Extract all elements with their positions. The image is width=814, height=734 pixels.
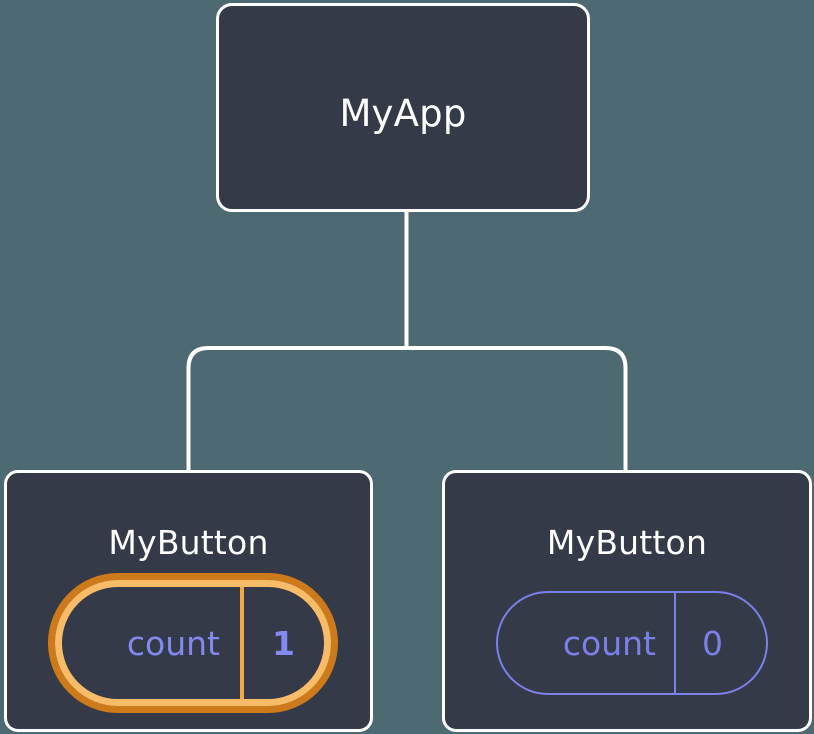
state-value-label: 1	[240, 587, 324, 699]
state-pill-highlighted[interactable]: count 1	[48, 573, 338, 713]
state-key-label: count	[126, 623, 220, 663]
node-myapp-title: MyApp	[339, 92, 467, 135]
node-myapp[interactable]: MyApp	[216, 3, 590, 212]
node-mybutton-right-title: MyButton	[546, 523, 708, 562]
node-mybutton-left[interactable]: MyButton count 1	[4, 470, 373, 732]
state-pill-inner-ring: count 1	[55, 580, 331, 706]
node-mybutton-right[interactable]: MyButton count 0	[442, 470, 812, 732]
state-key-label: count	[562, 623, 656, 663]
state-pill-plain[interactable]: count 0	[496, 591, 768, 695]
state-value-label: 0	[674, 593, 766, 693]
node-mybutton-left-title: MyButton	[108, 523, 269, 562]
connector-bracket	[186, 346, 628, 470]
